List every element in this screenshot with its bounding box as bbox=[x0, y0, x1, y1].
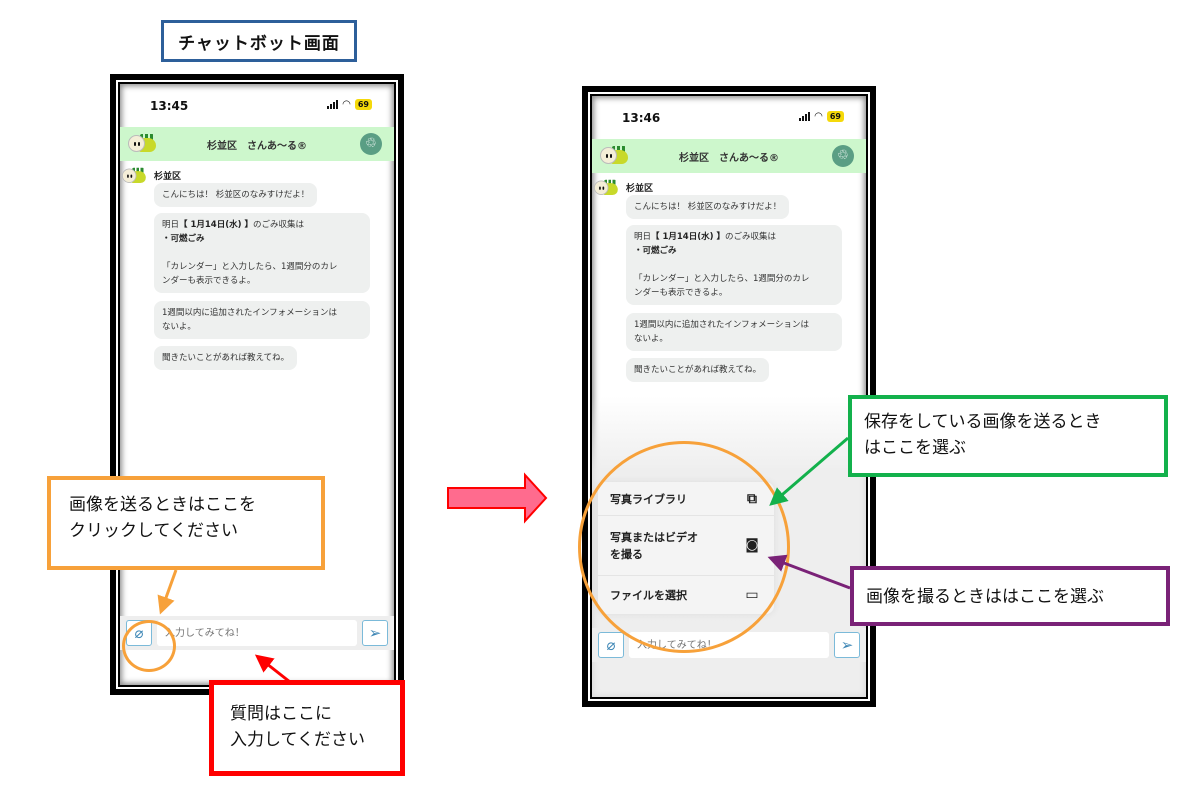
signal-icon bbox=[799, 112, 811, 121]
status-bar: 13:46 ◠ 69 bbox=[592, 96, 866, 136]
wifi-icon: ◠ bbox=[342, 98, 351, 110]
status-time: 13:46 bbox=[622, 111, 661, 125]
paperclip-icon: ⌀ bbox=[606, 636, 616, 654]
status-bar: 13:45 ◠ 69 bbox=[120, 84, 394, 124]
sender-name: 杉並区 bbox=[154, 172, 182, 182]
chat-bubble: 聞きたいことがあれば教えてね。 bbox=[154, 346, 298, 370]
sender-name: 杉並区 bbox=[626, 184, 654, 194]
send-button[interactable]: ➢ bbox=[362, 620, 388, 646]
app-title: 杉並区 さんあ〜る® bbox=[679, 152, 779, 164]
app-header: 杉並区 さんあ〜る® ♲ bbox=[592, 139, 866, 173]
signal-icon bbox=[327, 100, 339, 109]
battery-indicator: 69 bbox=[826, 111, 844, 122]
status-time: 13:45 bbox=[150, 99, 189, 113]
send-icon: ➢ bbox=[368, 624, 382, 642]
transition-arrow-icon bbox=[447, 472, 548, 524]
app-header: 杉並区 さんあ〜る® ♲ bbox=[120, 127, 394, 161]
send-icon: ➢ bbox=[840, 636, 854, 654]
chat-bubble: 1週間以内に追加されたインフォメーションはないよ。 bbox=[626, 313, 842, 351]
mascot-icon bbox=[600, 144, 630, 168]
attach-highlight-circle bbox=[122, 620, 176, 672]
sender-avatar bbox=[122, 166, 148, 186]
attach-button[interactable]: ⌀ bbox=[598, 632, 624, 658]
callout-attach-hint: 画像を送るときはここをクリックしてください bbox=[47, 476, 325, 570]
callout-input-hint: 質問はここに入力してください bbox=[209, 680, 405, 776]
composer-bar: ⌀ ➢ bbox=[120, 616, 394, 650]
chat-bubble: 聞きたいことがあれば教えてね。 bbox=[626, 358, 770, 382]
app-title: 杉並区 さんあ〜る® bbox=[207, 140, 307, 152]
chat-bubble: 明日【 1月14日(水) 】のごみ収集は ・可燃ごみ 「カレンダー」と入力したら… bbox=[154, 213, 370, 293]
chat-bubble: こんにちは！ 杉並区のなみすけだよ！ bbox=[154, 183, 318, 207]
chat-bubble: 1週間以内に追加されたインフォメーションはないよ。 bbox=[154, 301, 370, 339]
menu-highlight-circle bbox=[578, 441, 790, 653]
wifi-icon: ◠ bbox=[814, 110, 823, 122]
callout-camera-hint: 画像を撮るときははここを選ぶ bbox=[850, 566, 1170, 626]
recycle-icon[interactable]: ♲ bbox=[832, 145, 854, 167]
phone-chatbot-initial: 13:45 ◠ 69 杉並区 さんあ〜る® ♲ 杉並区 こんにちは！ 杉並区のな… bbox=[110, 74, 404, 695]
chat-bubble: こんにちは！ 杉並区のなみすけだよ！ bbox=[626, 195, 790, 219]
battery-indicator: 69 bbox=[354, 99, 372, 110]
sender-avatar bbox=[594, 178, 620, 198]
callout-library-hint: 保存をしている画像を送るときはここを選ぶ bbox=[848, 395, 1168, 477]
message-input[interactable] bbox=[157, 620, 357, 646]
recycle-icon[interactable]: ♲ bbox=[360, 133, 382, 155]
send-button[interactable]: ➢ bbox=[834, 632, 860, 658]
mascot-icon bbox=[128, 132, 158, 156]
page-title: チャットボット画面 bbox=[161, 20, 357, 62]
chat-bubble: 明日【 1月14日(水) 】のごみ収集は ・可燃ごみ 「カレンダー」と入力したら… bbox=[626, 225, 842, 305]
